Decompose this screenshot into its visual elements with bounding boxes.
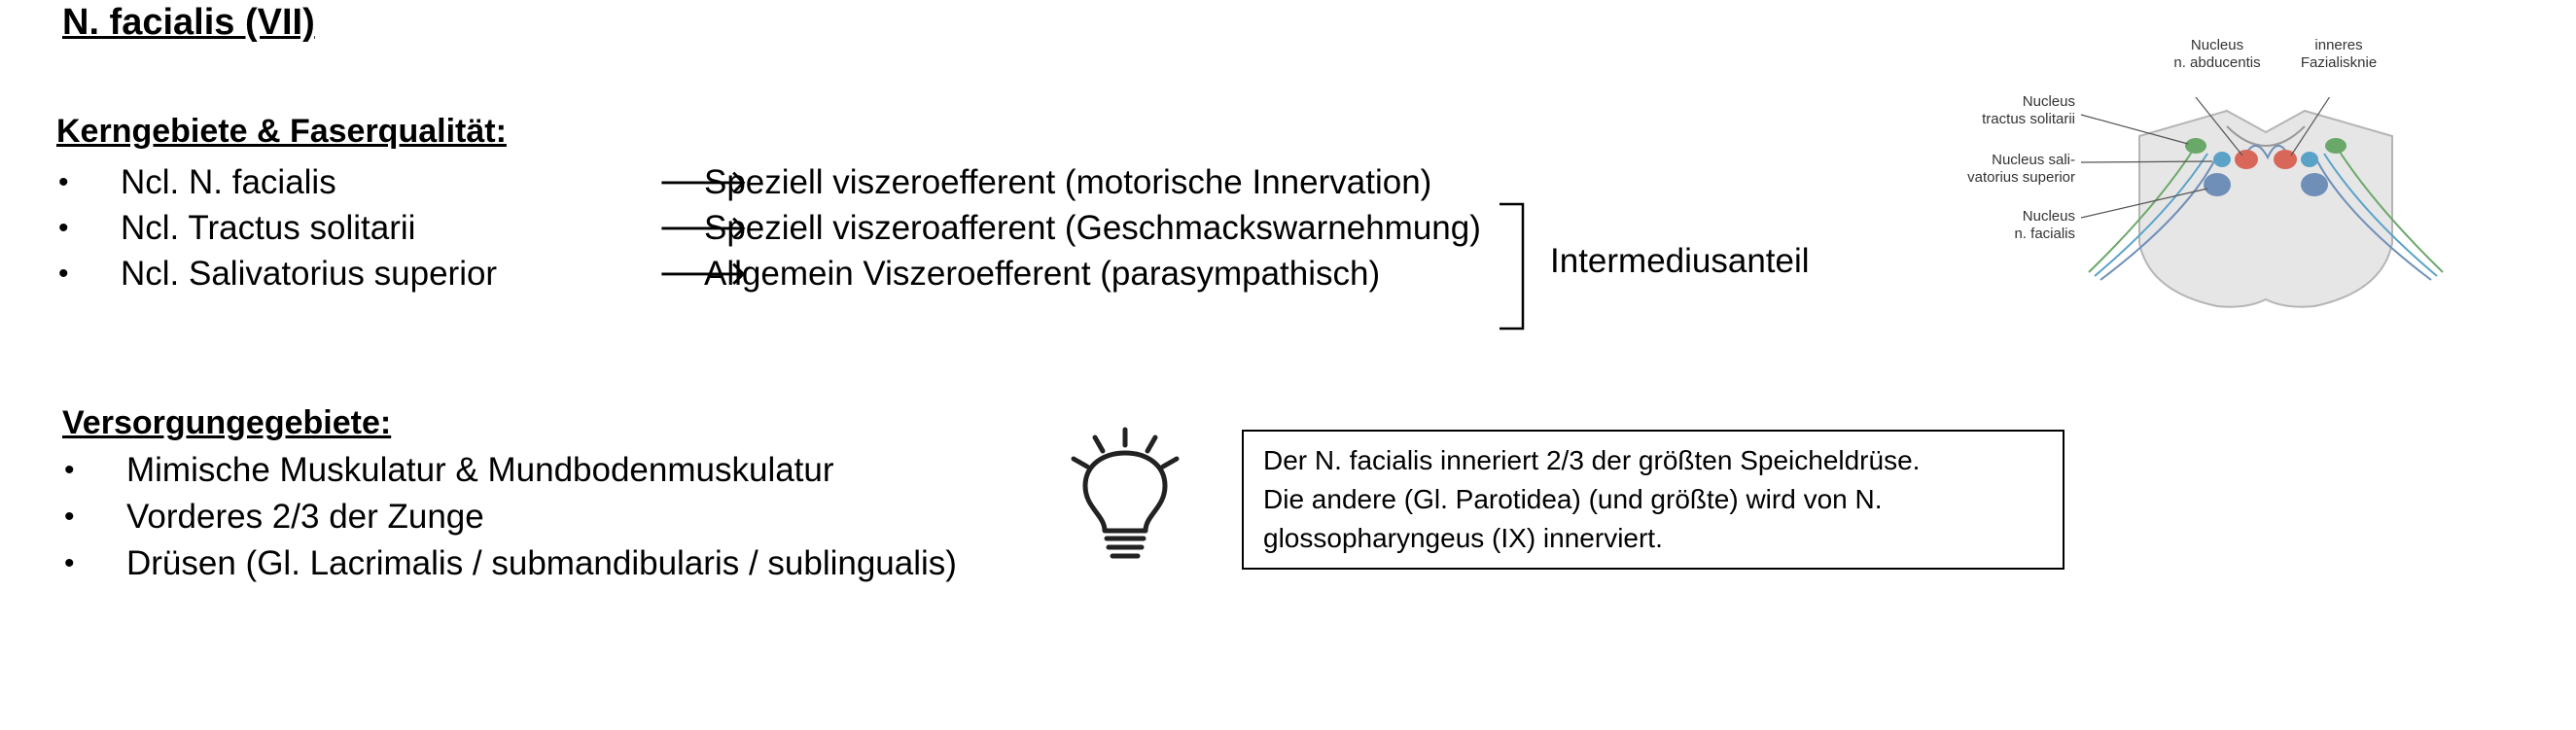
- label-abducens: Nucleus n. abducentis: [2159, 37, 2276, 72]
- bullet: •: [64, 547, 75, 579]
- label-line: inneres: [2314, 37, 2363, 53]
- label-line: n. facialis: [2014, 226, 2075, 242]
- supply-area: Vorderes 2/3 der Zunge: [126, 498, 484, 536]
- arrow-icon: 🡒: [657, 163, 749, 201]
- nucleus-salivatorius-left: [2213, 152, 2231, 167]
- nucleus-facialis-left: [2204, 173, 2231, 196]
- nucleus-solitarius-left: [2185, 138, 2206, 154]
- label-line: Nucleus: [2022, 93, 2075, 110]
- bullet: •: [58, 212, 69, 244]
- label-salivatorius: Nucleus sali- vatorius superior: [1945, 152, 2075, 187]
- label-solitarius: Nucleus tractus solitarii: [1955, 93, 2075, 128]
- label-line: Nucleus sali-: [1992, 152, 2075, 168]
- nucleus-name: Ncl. N. facialis: [121, 163, 336, 201]
- fiber-quality: Allgemein Viszeroefferent (parasympathis…: [704, 255, 1381, 293]
- nucleus-name: Ncl. Tractus solitarii: [121, 209, 416, 247]
- info-line: Die andere (Gl. Parotidea) (und größte) …: [1263, 484, 1883, 514]
- nucleus-name: Ncl. Salivatorius superior: [121, 255, 498, 293]
- versorgung-heading: Versorgungegebiete:: [62, 404, 392, 441]
- label-line: Nucleus: [2190, 37, 2244, 53]
- bullet: •: [64, 501, 75, 533]
- nucleus-facialis-right: [2301, 173, 2328, 196]
- brainstem-shape: [2138, 109, 2393, 308]
- label-line: tractus solitarii: [1982, 111, 2075, 127]
- label-line: vatorius superior: [1967, 169, 2075, 186]
- info-box: Der N. facialis inneriert 2/3 der größte…: [1242, 430, 2064, 570]
- supply-area: Mimische Muskulatur & Mundbodenmuskulatu…: [126, 451, 834, 489]
- page-title: N. facialis (VII): [62, 2, 315, 43]
- nucleus-solitarius-right: [2325, 138, 2347, 154]
- label-line: Fazialisknie: [2300, 54, 2378, 71]
- label-line: n. abducentis: [2173, 54, 2261, 71]
- info-line: glossopharyngeus (IX) innerviert.: [1263, 523, 1663, 553]
- bullet: •: [64, 454, 75, 486]
- supply-area: Drüsen (Gl. Lacrimalis / submandibularis…: [126, 544, 957, 582]
- leader-lines: [2080, 97, 2331, 219]
- label-line: Nucleus: [2022, 208, 2075, 225]
- fiber-quality: Speziell viszeroefferent (motorische Inn…: [704, 163, 1432, 201]
- kerngebiete-heading: Kerngebiete & Faserqualität:: [56, 113, 507, 150]
- left-tracts: [2088, 145, 2218, 281]
- label-knee: inneres Fazialisknie: [2285, 37, 2392, 72]
- ventricle-line: [2226, 125, 2306, 147]
- fiber-quality: Speziell viszeroafferent (Geschmackswarn…: [704, 209, 1481, 247]
- info-line: Der N. facialis inneriert 2/3 der größte…: [1263, 445, 1921, 475]
- intermedius-label: Intermediusanteil: [1550, 242, 1810, 280]
- label-facialis: Nucleus n. facialis: [1955, 208, 2075, 243]
- lightbulb-icon: [1071, 427, 1180, 559]
- bullet: •: [58, 258, 69, 290]
- right-tracts: [2313, 145, 2444, 281]
- facial-knee-line: [2245, 145, 2288, 160]
- bracket-icon: [1500, 202, 1525, 330]
- arrow-icon: 🡒: [657, 209, 749, 247]
- bullet: •: [58, 166, 69, 198]
- nucleus-salivatorius-right: [2301, 152, 2318, 167]
- brainstem-diagram: [2080, 97, 2444, 308]
- nucleus-abducens-left: [2235, 150, 2258, 169]
- arrow-icon: 🡒: [657, 255, 749, 293]
